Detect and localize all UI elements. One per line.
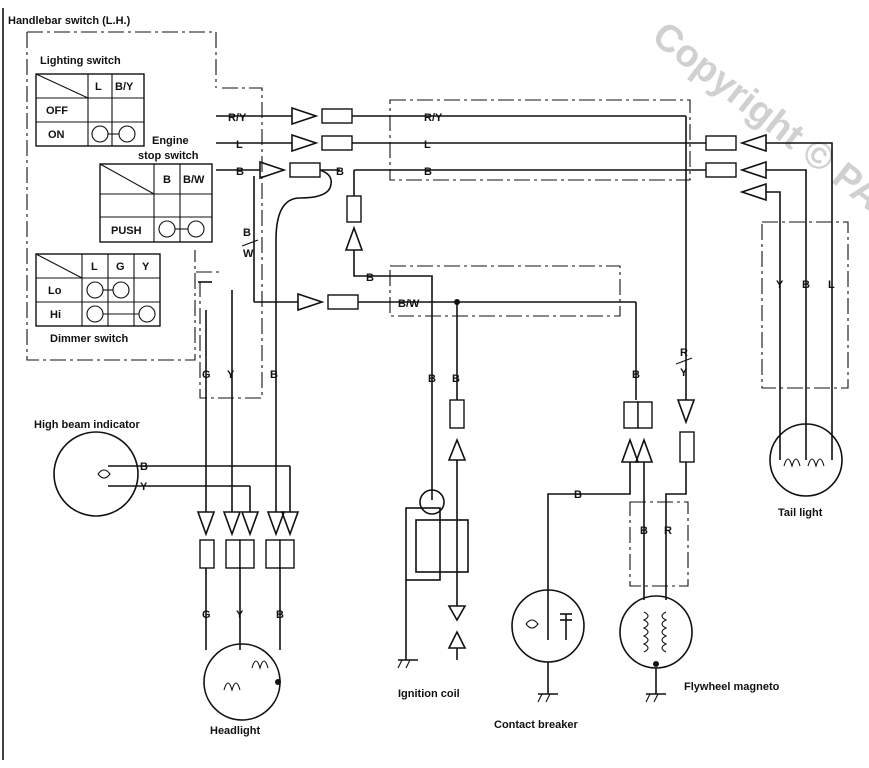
wire-b-lower: B: [276, 609, 284, 621]
ignition-coil-label: Ignition coil: [398, 688, 460, 700]
dimmer-switch-label: Dimmer switch: [50, 333, 129, 345]
wire-bw: B/W: [398, 298, 420, 310]
wire-b-mid: B: [336, 166, 344, 178]
wire-l-tail: L: [828, 279, 835, 291]
wire-bslash-w: W: [243, 248, 254, 260]
wire-y-indicator: Y: [140, 481, 148, 493]
wire-g-upper: G: [202, 369, 211, 381]
wire-b-ign: B: [366, 272, 374, 284]
wire-r-flywheel: R: [664, 525, 672, 537]
wire-b-left: B: [236, 166, 244, 178]
wire-ry-right: R/Y: [424, 112, 443, 124]
handlebar-switch-label: Handlebar switch (L.H.): [8, 15, 131, 27]
dimmer-row-lo: Lo: [48, 285, 62, 297]
wire-bslash-b: B: [243, 227, 251, 239]
lighting-col-by: B/Y: [115, 81, 134, 93]
wire-b-right: B: [424, 166, 432, 178]
wire-b-magneto: B: [632, 369, 640, 381]
dimmer-col-g: G: [116, 261, 125, 273]
headlight: [203, 643, 281, 721]
tail-light-label: Tail light: [778, 507, 823, 519]
lighting-col-l: L: [95, 81, 102, 93]
engine-stop-col-b: B: [163, 174, 171, 186]
engine-stop-row-push: PUSH: [111, 225, 142, 237]
wire-y-tail: Y: [776, 279, 784, 291]
lighting-switch-label: Lighting switch: [40, 55, 121, 67]
flywheel-magneto: [619, 595, 693, 695]
watermark-text: Copyright © PARTS: [644, 14, 869, 265]
contact-breaker: [511, 589, 585, 695]
wire-y-lower: Y: [236, 609, 244, 621]
high-beam-indicator: [53, 431, 290, 517]
lighting-row-off: OFF: [46, 105, 68, 117]
headlight-connectors: [196, 511, 300, 569]
high-beam-indicator-label: High beam indicator: [34, 419, 140, 431]
wire-b-upper: B: [270, 369, 278, 381]
wire-b-indicator: B: [140, 461, 148, 473]
wire-ry-left: R/Y: [228, 112, 247, 124]
engine-stop-switch-label-1: Engine: [152, 135, 189, 147]
ground-symbols: [397, 659, 659, 703]
dimmer-row-hi: Hi: [50, 309, 61, 321]
headlight-label: Headlight: [210, 725, 260, 737]
dimmer-col-l: L: [91, 261, 98, 273]
wire-b-coil-2: B: [452, 373, 460, 385]
wire-b-tail: B: [802, 279, 810, 291]
engine-stop-switch-label-2: stop switch: [138, 150, 199, 162]
tail-light: [769, 423, 843, 497]
wire-g-lower: G: [202, 609, 211, 621]
wire-l-left: L: [236, 139, 243, 151]
wire-y-upper: Y: [227, 369, 235, 381]
contact-breaker-connectors: [620, 401, 654, 463]
wire-r-vertical: R: [680, 347, 688, 359]
wire-b-coil-1: B: [428, 373, 436, 385]
ignition-coil: [398, 399, 469, 661]
wire-l-right: L: [424, 139, 431, 151]
engine-stop-switch-table: B B/W PUSH: [99, 163, 213, 243]
wire-b-flywheel: B: [640, 525, 648, 537]
lighting-row-on: ON: [48, 129, 65, 141]
engine-stop-col-bw: B/W: [183, 174, 205, 186]
wire-y-vertical: Y: [680, 367, 688, 379]
contact-breaker-label: Contact breaker: [494, 719, 578, 731]
dimmer-col-y: Y: [142, 261, 150, 273]
dimmer-switch-table: L G Y Lo Hi: [35, 253, 161, 327]
lighting-switch-table: L B/Y OFF ON: [35, 73, 145, 147]
flywheel-magneto-label: Flywheel magneto: [684, 681, 780, 693]
wire-b-breaker: B: [574, 489, 582, 501]
